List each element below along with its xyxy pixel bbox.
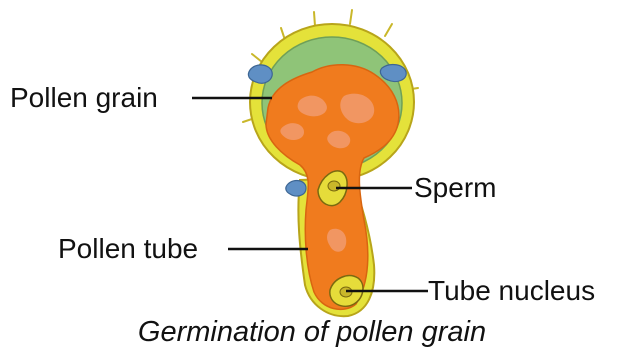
figure-caption: Germination of pollen grain (0, 318, 624, 347)
label-tube-nucleus: Tube nucleus (428, 277, 595, 305)
label-pollen-grain: Pollen grain (10, 84, 158, 112)
label-pollen-tube: Pollen tube (58, 235, 198, 263)
label-sperm: Sperm (414, 174, 496, 202)
